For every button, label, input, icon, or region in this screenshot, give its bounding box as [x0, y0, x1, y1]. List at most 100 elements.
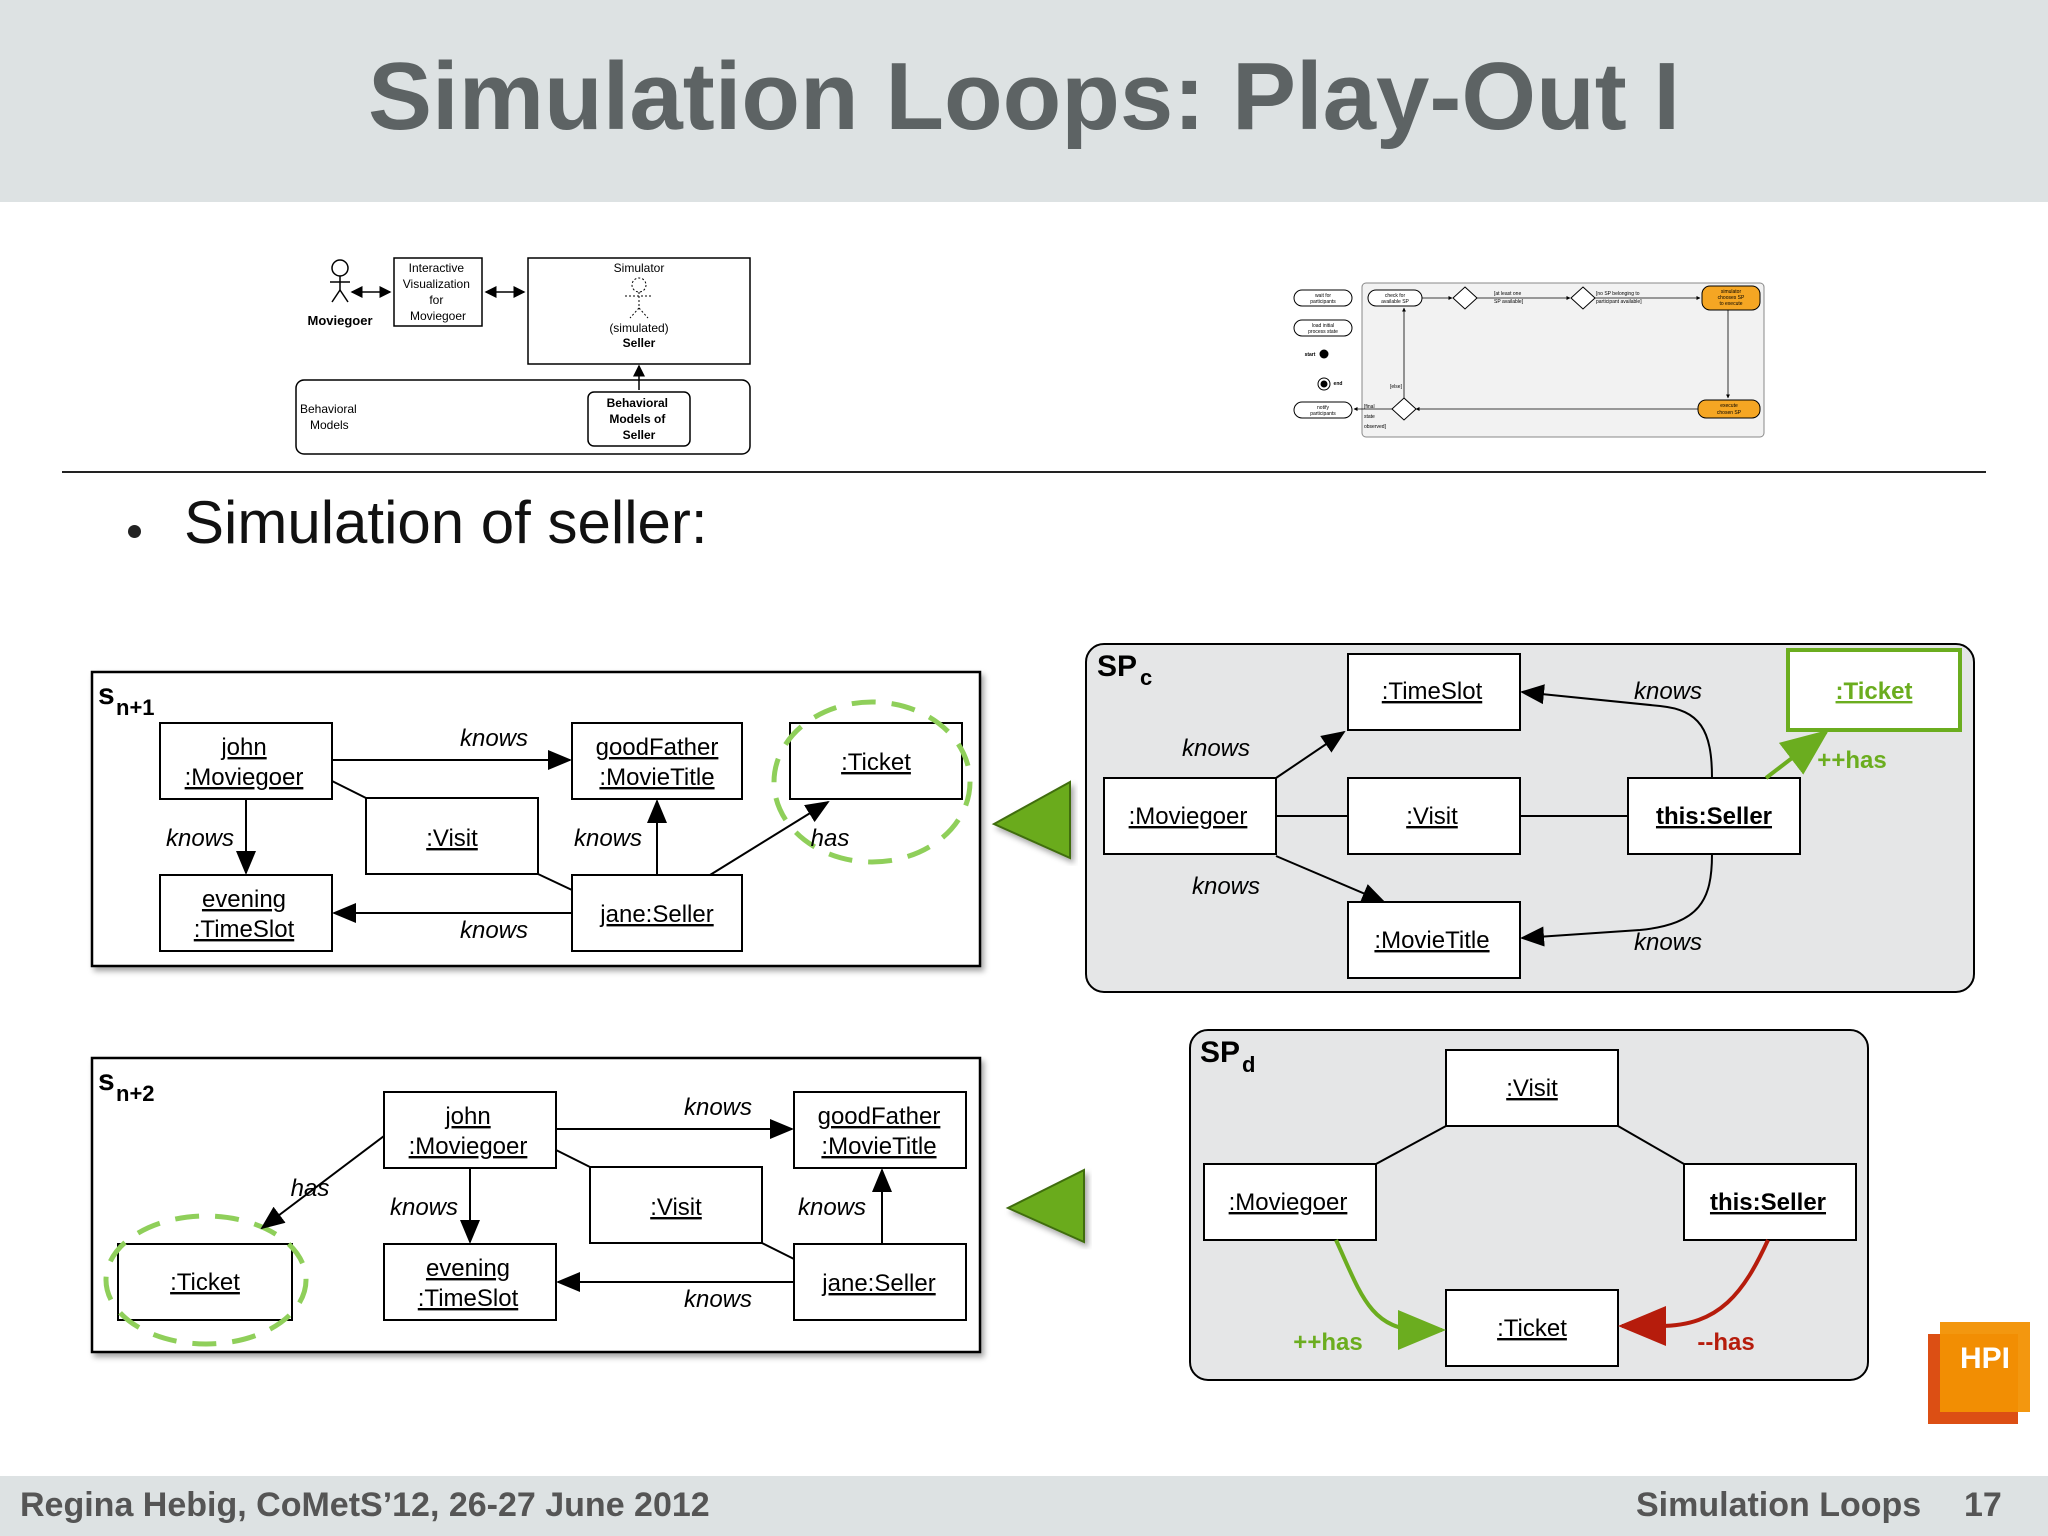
divider	[62, 471, 1986, 473]
spd-label: SP	[1200, 1036, 1240, 1069]
spc-moviegoer-label: :Moviegoer	[1129, 803, 1248, 830]
apply-triangle-2	[1005, 1168, 1085, 1244]
behavioral-models-label: Behavioral Models	[300, 402, 360, 432]
footer-author: Regina Hebig, CoMetS’12, 26-27 June 2012	[20, 1486, 710, 1524]
spc-knows-2: knows	[1192, 873, 1260, 900]
sn2-jane	[793, 1243, 967, 1321]
sn1-visit	[365, 797, 539, 875]
footer-topic: Simulation Loops	[1636, 1486, 1922, 1524]
interactive-visualization-box	[393, 257, 483, 327]
notify-node	[1293, 401, 1353, 419]
sn1-knows-2: knows	[166, 825, 234, 852]
moviegoer-actor-icon	[330, 259, 350, 303]
spc-visit	[1347, 777, 1521, 855]
wait-node	[1293, 289, 1353, 307]
spd-moviegoer-label: :Moviegoer	[1229, 1189, 1348, 1216]
sn1-knows-4: knows	[460, 917, 528, 944]
sn1-john-label: john:Moviegoer	[185, 734, 304, 791]
slide-title: Simulation Loops: Play-Out I	[367, 43, 1681, 150]
behavioral-models-seller-box	[587, 391, 691, 447]
spd-visit	[1445, 1049, 1619, 1127]
sn2-label: s	[98, 1064, 115, 1097]
decision-3	[1391, 397, 1417, 421]
sn1-goodfather	[571, 722, 743, 800]
sn1-jane	[571, 874, 743, 952]
footer: Regina Hebig, CoMetS’12, 26-27 June 2012…	[0, 1476, 2048, 1536]
simulator-box	[527, 257, 751, 365]
simulator-label: Simulator	[614, 261, 665, 275]
sn2-knows-1: knows	[684, 1094, 752, 1121]
sn2-knows-3: knows	[798, 1194, 866, 1221]
spc-knows-3: knows	[1634, 678, 1702, 705]
behavioral-models-seller-label: Behavioral Models of Seller	[607, 396, 672, 442]
sn2-ticket-label: :Ticket	[170, 1269, 240, 1296]
page-number: 17	[1964, 1486, 2002, 1524]
load-node	[1293, 319, 1353, 337]
sn1-ticket-highlight	[771, 699, 973, 865]
simulated-label: (simulated)	[609, 321, 668, 335]
sn2-knows-4: knows	[684, 1286, 752, 1313]
sn1-evening-label: evening:TimeSlot	[194, 886, 295, 943]
sn1-john	[159, 722, 333, 800]
decision-2	[1570, 286, 1596, 310]
spd-ticket	[1445, 1289, 1619, 1367]
spc-timeslot-label: :TimeSlot	[1382, 678, 1483, 705]
spc-knows-1: knows	[1182, 735, 1250, 762]
interactive-visualization-label: Interactive Visualization for Moviegoer	[403, 261, 474, 323]
start-node	[1319, 349, 1329, 359]
spd-visit-label: :Visit	[1506, 1075, 1558, 1102]
architecture-diagram: Moviegoer Interactive Visualization for …	[295, 257, 751, 455]
spc-visit-label: :Visit	[1406, 803, 1458, 830]
sn1-ticket-label: :Ticket	[841, 749, 911, 776]
spd-seller-label: this:Seller	[1710, 1189, 1826, 1216]
spc-ticket	[1786, 648, 1962, 732]
sn2-evening-label: evening:TimeSlot	[418, 1255, 519, 1312]
spd-delete-has: --has	[1697, 1329, 1754, 1356]
sn1-knows-1: knows	[460, 725, 528, 752]
spd-moviegoer	[1203, 1163, 1377, 1241]
sn1-has: has	[811, 825, 850, 852]
sn2-visit-label: :Visit	[650, 1194, 702, 1221]
sn1-visit-label: :Visit	[426, 825, 478, 852]
pattern-spc: SP c :TimeSlot :Ticket :Moviegoer :Visit…	[1085, 643, 1975, 993]
spc-timeslot	[1347, 653, 1521, 731]
sn2-john-label: john:Moviegoer	[409, 1103, 528, 1160]
spd-ticket-label: :Ticket	[1497, 1315, 1567, 1342]
sn2-jane-label: jane:Seller	[821, 1270, 935, 1297]
choose-node	[1701, 285, 1761, 311]
sn1-label: s	[98, 678, 115, 711]
spc-sub: c	[1140, 665, 1152, 690]
sn1-sub: n+1	[116, 695, 155, 720]
sn1-knows-3: knows	[574, 825, 642, 852]
spc-seller-label: this:Seller	[1656, 803, 1772, 830]
spc-frame	[1085, 643, 1975, 993]
sn2-sub: n+2	[116, 1081, 155, 1106]
pattern-spd: SP d :Visit :Moviegoer this:Seller :Tick…	[1189, 1029, 1869, 1381]
sn2-john	[383, 1091, 557, 1169]
sn2-ticket	[117, 1243, 293, 1321]
spc-label: SP	[1097, 650, 1137, 683]
start-label: start	[1305, 352, 1316, 358]
apply-triangle-1	[991, 780, 1071, 860]
spd-seller	[1683, 1163, 1857, 1241]
spc-movietitle-label: :MovieTitle	[1374, 927, 1489, 954]
decision-1	[1452, 286, 1478, 310]
sn2-has: has	[291, 1175, 330, 1202]
state-sn1: s n+1 john:Moviegoer goodFather:MovieTit…	[90, 670, 982, 968]
state-sn2: s n+2 john:Moviegoer goodFather:MovieTit…	[90, 1056, 982, 1354]
seller-label: Seller	[623, 336, 656, 350]
actor-label: Moviegoer	[307, 313, 372, 328]
sn2-visit	[589, 1166, 763, 1244]
sn2-ticket-highlight	[103, 1213, 309, 1347]
sn2-goodfather	[793, 1091, 967, 1169]
end-label: end	[1334, 381, 1343, 387]
object-diagrams: s n+1 john:Moviegoer goodFather:MovieTit…	[90, 643, 1975, 1381]
